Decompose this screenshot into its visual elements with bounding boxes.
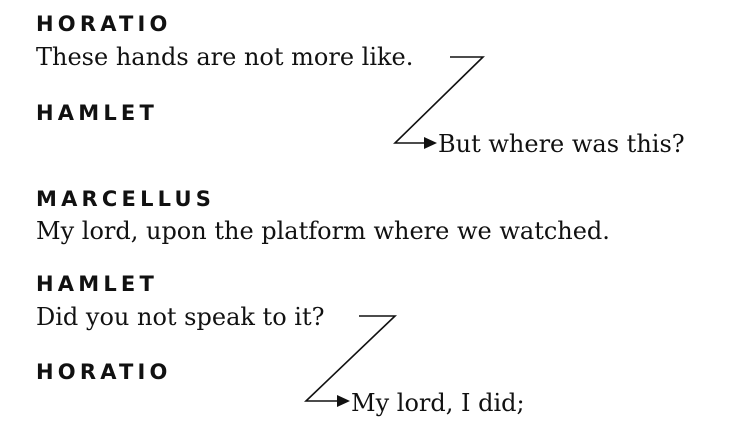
speaker-name: HAMLET — [36, 101, 158, 125]
dialogue-line: My lord, I did; — [351, 389, 525, 417]
speaker-name: HORATIO — [36, 12, 172, 36]
speaker-name: HORATIO — [36, 360, 172, 384]
speaker-name: HAMLET — [36, 272, 158, 296]
dialogue-line: These hands are not more like. — [36, 43, 414, 71]
dialogue-line: Did you not speak to it? — [36, 303, 325, 331]
dialogue-line: But where was this? — [438, 130, 685, 158]
dialogue-line: My lord, upon the platform where we watc… — [36, 217, 610, 245]
speaker-name: MARCELLUS — [36, 187, 216, 211]
